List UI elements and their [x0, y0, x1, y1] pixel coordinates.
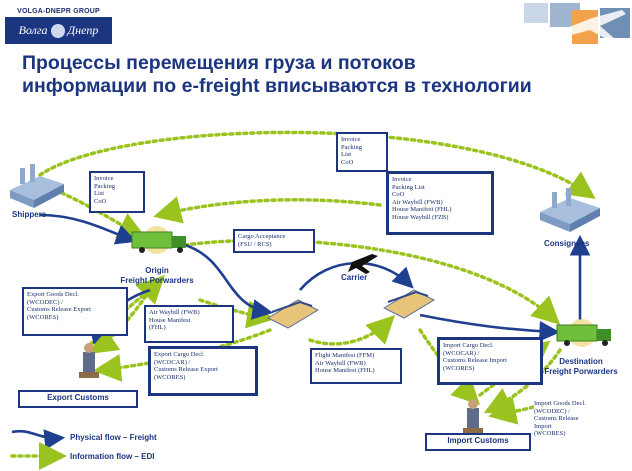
label-line: Freight Porwarders — [120, 276, 194, 285]
doc-line: Invoice — [94, 175, 114, 182]
logo-right-word: Днепр — [67, 23, 99, 37]
doc-export-goods-decl: Export Goods Decl. (WCODEC) / Customs Re… — [22, 287, 128, 336]
doc-line: House Waybill (FZB) — [392, 213, 449, 221]
doc-line: List — [94, 190, 105, 198]
doc-line: Export Goods Decl. — [27, 291, 79, 298]
doc-line: Customs Release Export — [27, 306, 91, 314]
company-logo: VOLGA-DNEPR GROUP Волга Днепр — [5, 8, 112, 48]
freight-flow-carrier-dest — [419, 313, 561, 342]
airplane-corner-graphic — [524, 3, 630, 44]
doc-line: Packing — [94, 182, 115, 190]
doc-line: List — [341, 151, 352, 159]
doc-line: House Manifest (FHL) — [392, 206, 452, 214]
doc-line: (WCODEC) / — [27, 298, 63, 306]
logo-left-word: Волга — [18, 23, 48, 37]
import-customs-officer-icon — [463, 399, 483, 434]
doc-line: Customs Release Export — [154, 366, 218, 374]
logo-wordmark: Волга Днепр — [5, 17, 112, 44]
doc-line: (WCORES) — [534, 430, 566, 438]
globe-icon — [50, 23, 65, 38]
doc-top-invoice: Invoice Packing List CoO — [336, 132, 388, 172]
doc-line: Import — [534, 422, 552, 430]
destination-truck-icon — [556, 319, 611, 347]
doc-line: Invoice — [392, 176, 412, 183]
airplane-icon — [348, 254, 378, 274]
import-customs-box: Import Customs — [425, 433, 531, 451]
legend-freight-line — [11, 429, 66, 450]
doc-line: (FSU / RCS) — [238, 240, 272, 248]
doc-line: Customs Release — [534, 415, 579, 423]
doc-line: House Manifest — [149, 316, 191, 324]
title-line-1: Процессы перемещения груза и потоков — [22, 52, 416, 74]
consignees-factory-icon — [540, 188, 600, 232]
doc-line: Import Goods Decl. — [534, 400, 586, 407]
label-line: Destination — [559, 357, 603, 366]
label-shippers: Shippers — [12, 210, 47, 219]
doc-shipper-invoice: Invoice Packing List CoO — [89, 171, 145, 213]
doc-consignee-docs: Invoice Packing List CoO Air Waybill (FW… — [386, 171, 494, 235]
doc-line: Export Cargo Decl. — [154, 351, 205, 358]
doc-export-cargo-decl: Export Cargo Decl. (WCOCAR) / Customs Re… — [148, 346, 258, 396]
legend-information-flow: Information flow – EDI — [70, 452, 155, 461]
title-line-2: информации по e-freight вписываются в те… — [22, 75, 532, 97]
carrier-warehouse-icon-2 — [382, 289, 436, 319]
carrier-warehouse-icon-1 — [266, 299, 320, 329]
edi-flow-carrier-carrier — [308, 315, 395, 346]
doc-line: (WCOCAR) / — [443, 349, 480, 357]
doc-flight-manifest: Flight Manifest (FFM) Air Waybill (FWB) … — [310, 348, 402, 384]
doc-line: Air Waybill (FWB) — [315, 359, 366, 367]
doc-line: (WCODEC) / — [534, 407, 570, 415]
logo-group-name: VOLGA-DNEPR GROUP — [17, 8, 100, 15]
label-line: Freight Porwarders — [544, 367, 618, 376]
doc-line: Customs Release Import — [443, 357, 507, 365]
doc-cargo-acceptance: Cargo Acceptance (FSU / RCS) — [233, 229, 315, 253]
label-carrier: Carrier — [341, 273, 368, 282]
doc-line: Packing List — [392, 183, 425, 191]
label-consignees: Consignees — [544, 239, 590, 248]
doc-line: (WCORES) — [154, 373, 186, 381]
edi-flow-back-shippers — [153, 196, 382, 224]
doc-line: CoO — [94, 197, 107, 205]
doc-awb-house-manifest: Air Waybill (FWB) House Manifest (FHL) — [144, 305, 234, 343]
label-destination-freight-forwarders: Destination Freight Porwarders — [532, 357, 630, 377]
origin-truck-icon — [131, 226, 186, 254]
doc-line: Air Waybill (FWB) — [149, 309, 200, 316]
doc-line: Air Waybill (FWB) — [392, 198, 443, 206]
freight-flow-origin-carrier — [184, 243, 274, 320]
doc-line: Cargo Acceptance — [238, 233, 286, 240]
doc-line: (WCORES) — [443, 364, 475, 372]
doc-import-goods-decl: Import Goods Decl. (WCODEC) / Customs Re… — [534, 400, 620, 456]
freight-flow-shipper-origin — [39, 213, 137, 245]
export-customs-box: Export Customs — [18, 390, 138, 408]
doc-line: Flight Manifest (FFM) — [315, 352, 375, 359]
doc-line: Packing — [341, 143, 362, 151]
edi-flow-shipper-origin — [53, 188, 147, 239]
doc-line: Invoice — [341, 136, 361, 143]
doc-line: (FHL) — [149, 324, 166, 332]
edi-flow-carrier-export — [93, 328, 272, 382]
doc-import-cargo-decl: Import Cargo Decl. (WCOCAR) / Customs Re… — [437, 337, 543, 385]
doc-line: (WCOCAR) / — [154, 358, 191, 366]
legend-physical-flow: Physical flow – Freight — [70, 433, 157, 442]
doc-line: CoO — [341, 158, 354, 166]
doc-line: House Manifest (FHL) — [315, 367, 375, 375]
doc-line: CoO — [392, 191, 405, 199]
shippers-factory-icon — [10, 164, 64, 208]
doc-line: Import Cargo Decl. — [443, 342, 494, 349]
label-origin-freight-forwarders: Origin Freight Porwarders — [110, 266, 204, 286]
label-line: Origin — [145, 266, 169, 275]
slide-title: Процессы перемещения груза и потоков инф… — [22, 52, 612, 98]
edi-flow-shipper-consignee — [38, 130, 596, 200]
export-customs-officer-icon — [79, 343, 99, 378]
doc-line: (WCORES) — [27, 313, 59, 321]
